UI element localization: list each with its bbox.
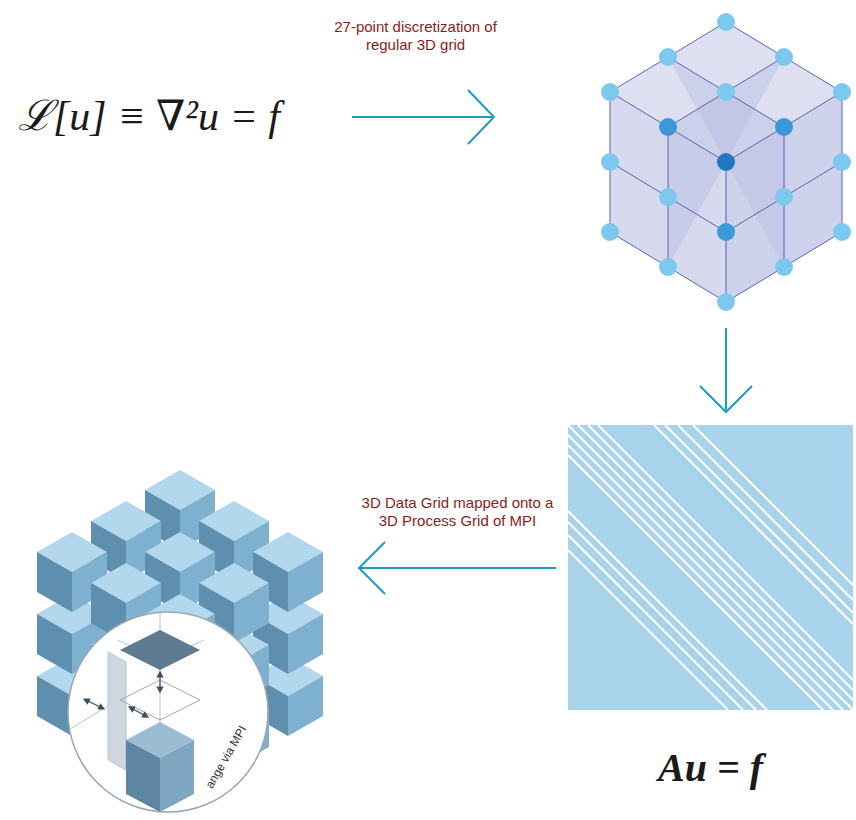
cube-side — [37, 614, 72, 674]
grid-point — [833, 223, 851, 241]
grid-line — [784, 197, 785, 267]
grid-plane — [668, 57, 784, 267]
sparse-matrix — [568, 425, 853, 710]
halo-label: ange via MPI — [202, 723, 249, 791]
cube-side — [288, 552, 323, 612]
grid-point — [717, 223, 735, 241]
grid-line — [726, 197, 784, 232]
arrow-head — [468, 90, 494, 144]
matrix-diagonal — [568, 445, 833, 710]
cube-side — [288, 614, 323, 674]
grid-point — [833, 153, 851, 171]
grid-line — [726, 57, 784, 92]
matrix-diagonal — [678, 425, 853, 600]
stencil-grid — [601, 13, 851, 311]
grid-line — [668, 92, 726, 127]
grid-point — [775, 188, 793, 206]
matrix-equation: Au = f — [568, 743, 853, 793]
matrix-diagonal — [665, 425, 853, 613]
grid-line — [842, 92, 843, 162]
grid-line — [610, 162, 611, 232]
grid-line — [726, 22, 784, 57]
grid-point — [717, 293, 735, 311]
halo-inset — [60, 600, 268, 820]
grid-point — [775, 118, 793, 136]
arrow-label: 3D Data Grid mapped onto a 3D Process Gr… — [358, 494, 558, 530]
grid-line — [610, 92, 668, 127]
cube-side — [234, 583, 269, 643]
grid-line — [668, 127, 669, 197]
flow-arrow — [359, 542, 556, 594]
grid-point — [833, 83, 851, 101]
grid-point — [601, 153, 619, 171]
matrix-diagonal — [568, 455, 823, 710]
matrix-node: Au = f — [568, 425, 853, 810]
matrix-diagonal — [568, 511, 767, 710]
grid-line — [610, 232, 668, 267]
matrix-diagonal — [654, 425, 853, 624]
grid-point — [717, 13, 735, 31]
grid-line — [668, 22, 726, 57]
matrix-diagonal — [693, 425, 853, 585]
grid-point — [659, 48, 677, 66]
grid-point — [717, 83, 735, 101]
grid-line — [668, 127, 726, 162]
cube-side — [37, 552, 72, 612]
arrow-head — [700, 386, 752, 412]
matrix-diagonal — [568, 550, 728, 710]
matrix-diagonal — [568, 535, 743, 710]
grid-line — [784, 127, 785, 197]
grid-line — [726, 92, 784, 127]
grid-line — [784, 162, 842, 197]
matrix-diagonal — [588, 425, 853, 690]
grid-point — [659, 258, 677, 276]
grid-point — [601, 83, 619, 101]
arrow-line — [352, 116, 492, 118]
grid-point — [717, 153, 735, 171]
grid-line — [668, 57, 726, 92]
grid-line — [784, 57, 842, 92]
matrix-diagonal — [568, 425, 853, 710]
grid-point — [775, 48, 793, 66]
grid-line — [726, 162, 727, 232]
arrow-head — [359, 542, 385, 594]
grid-line — [610, 162, 668, 197]
grid-line — [668, 197, 669, 267]
cube-side — [288, 676, 323, 736]
grid-line — [610, 57, 668, 92]
matrix-square — [568, 425, 853, 710]
grid-line — [726, 127, 784, 162]
arrow-line — [725, 328, 727, 410]
grid-line — [842, 162, 843, 232]
grid-line — [726, 232, 727, 302]
grid-line — [784, 232, 842, 267]
grid-line — [610, 92, 611, 162]
arrow-line — [359, 567, 556, 569]
equation: ℒ[u] ≡ ∇²u = f — [18, 90, 280, 142]
matrix-diagonal — [598, 425, 853, 680]
grid-point — [775, 258, 793, 276]
arrow-label: 27-point discretization of regular 3D gr… — [318, 18, 513, 54]
matrix-diagonal — [578, 425, 853, 700]
grid-line — [668, 197, 726, 232]
grid-line — [726, 267, 784, 302]
grid-point — [659, 188, 677, 206]
grid-line — [784, 92, 842, 127]
cube-side — [37, 676, 72, 736]
process-grid-node: ange via MPI — [20, 440, 355, 818]
grid-plane — [668, 57, 784, 267]
grid-line — [668, 267, 726, 302]
grid-point — [659, 118, 677, 136]
grid-point — [601, 223, 619, 241]
